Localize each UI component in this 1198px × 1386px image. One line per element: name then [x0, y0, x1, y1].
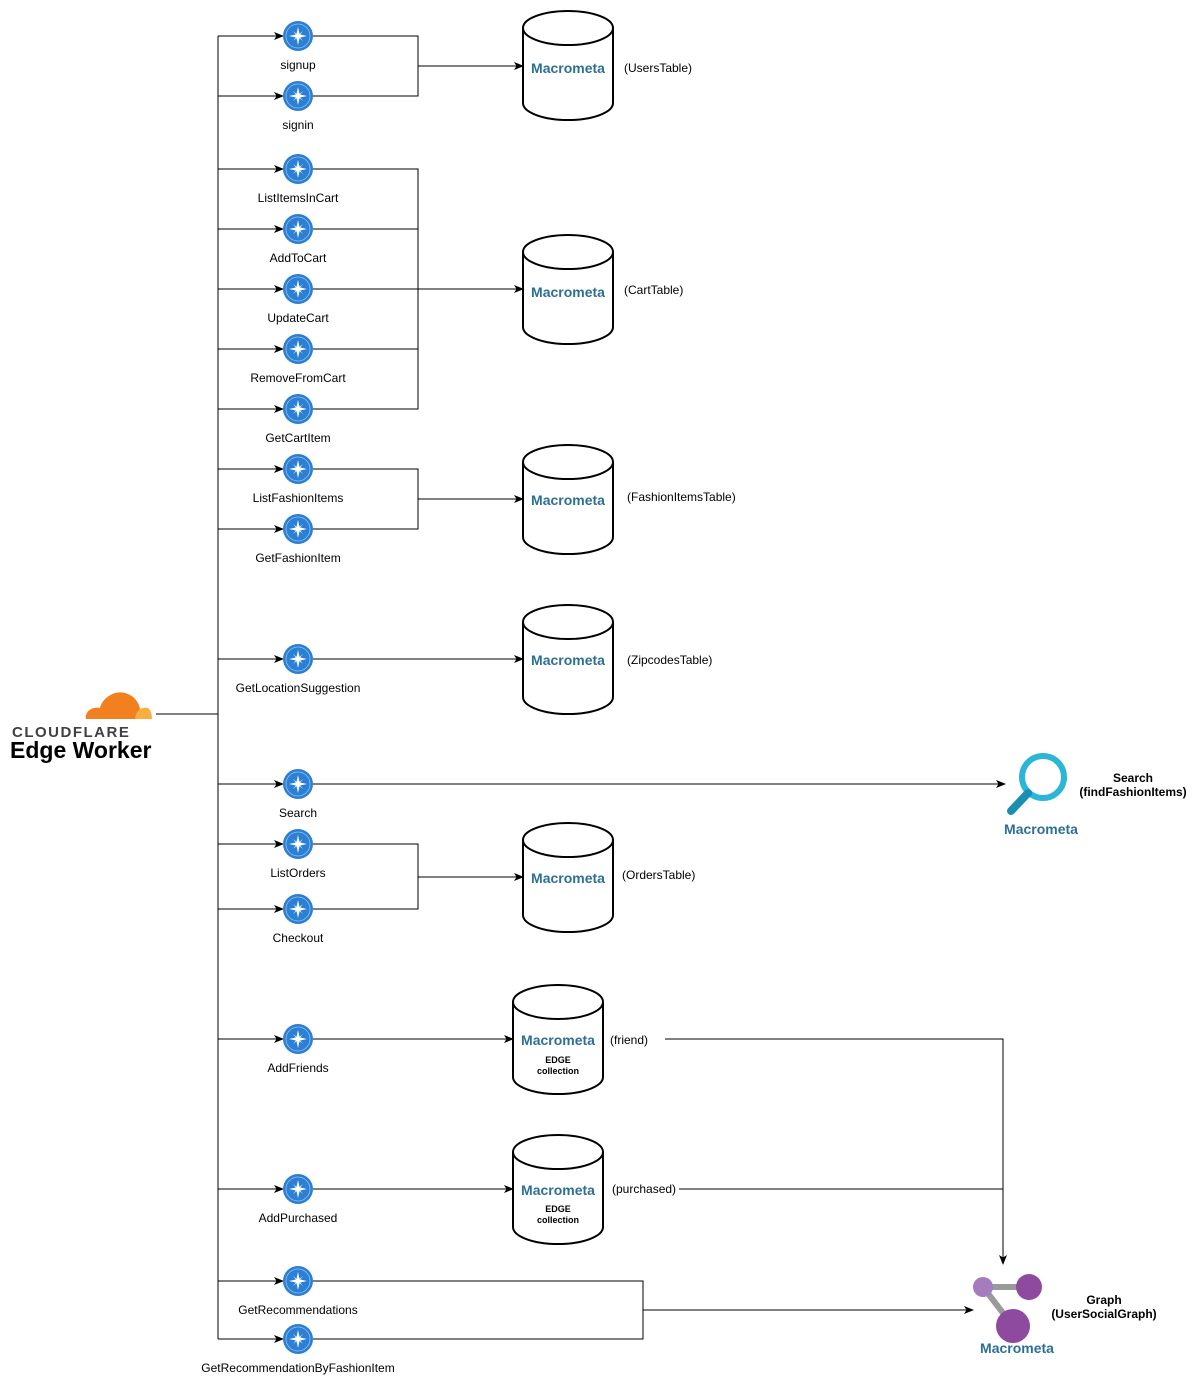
function-icon	[283, 81, 313, 111]
search-magnifier-icon	[1007, 753, 1067, 815]
function-node-search[interactable]: Search	[279, 769, 317, 820]
function-icon	[283, 394, 313, 424]
function-node-checkout[interactable]: Checkout	[273, 894, 324, 945]
collection-type-label: collection	[537, 1066, 579, 1076]
graph-service-subtitle: (UserSocialGraph)	[1051, 1307, 1156, 1321]
function-label: ListFashionItems	[253, 491, 344, 505]
function-label: signup	[280, 58, 316, 72]
function-node-get-cart-item[interactable]: GetCartItem	[265, 394, 331, 445]
macrometa-logo: Macrometa	[531, 60, 605, 76]
function-label: AddPurchased	[259, 1211, 338, 1225]
function-node-get-location-suggestion[interactable]: GetLocationSuggestion	[236, 644, 361, 695]
database-cart-table[interactable]: Macrometa (CartTable)	[522, 234, 683, 345]
database-label: (OrdersTable)	[622, 868, 695, 882]
database-fashion-items-table[interactable]: Macrometa (FashionItemsTable)	[522, 444, 736, 555]
cloudflare-edge-worker: CLOUDFLARE Edge Worker	[10, 692, 153, 763]
function-icon	[283, 154, 313, 184]
function-node-list-fashion-items[interactable]: ListFashionItems	[253, 454, 344, 505]
function-label: GetFashionItem	[255, 551, 340, 565]
function-node-add-to-cart[interactable]: AddToCart	[270, 214, 327, 265]
macrometa-logo: Macrometa	[531, 492, 605, 508]
macrometa-logo: Macrometa	[521, 1032, 595, 1048]
function-icon	[283, 1324, 313, 1354]
function-node-list-items-in-cart[interactable]: ListItemsInCart	[258, 154, 339, 205]
function-node-get-fashion-item[interactable]: GetFashionItem	[255, 514, 341, 565]
function-label: AddToCart	[270, 251, 327, 265]
function-icon	[283, 334, 313, 364]
database-purchased-edge-collection[interactable]: Macrometa EDGE collection (purchased)	[512, 1134, 676, 1245]
graph-service[interactable]: Macrometa Graph (UserSocialGraph)	[973, 1274, 1157, 1356]
edge-type-label: EDGE	[545, 1055, 571, 1065]
function-node-get-recommendations[interactable]: GetRecommendations	[238, 1266, 358, 1317]
function-label: ListOrders	[270, 866, 325, 880]
function-icon	[283, 1174, 313, 1204]
function-icon	[283, 21, 313, 51]
function-node-add-friends[interactable]: AddFriends	[267, 1024, 329, 1075]
function-icon	[283, 829, 313, 859]
function-label: Search	[279, 806, 317, 820]
cloudflare-cloud-icon	[84, 692, 153, 722]
macrometa-logo: Macrometa	[531, 870, 605, 886]
function-label: AddFriends	[267, 1061, 328, 1075]
function-label: RemoveFromCart	[250, 371, 346, 385]
function-nodes: signup signin ListItemsInCart AddToCart …	[201, 21, 395, 1375]
macrometa-logo: Macrometa	[531, 284, 605, 300]
edge-type-label: EDGE	[545, 1204, 571, 1214]
function-icon	[283, 894, 313, 924]
database-friend-edge-collection[interactable]: Macrometa EDGE collection (friend)	[512, 984, 648, 1095]
database-label: (UsersTable)	[624, 61, 692, 75]
function-icon	[283, 769, 313, 799]
search-service-subtitle: (findFashionItems)	[1079, 785, 1186, 799]
macrometa-logo: Macrometa	[531, 652, 605, 668]
function-node-signin[interactable]: signin	[282, 81, 314, 132]
macrometa-logo: Macrometa	[1004, 821, 1078, 837]
database-label: (friend)	[610, 1033, 648, 1047]
function-icon	[283, 1266, 313, 1296]
database-label: (CartTable)	[624, 283, 683, 297]
database-label: (purchased)	[612, 1182, 676, 1196]
search-service[interactable]: Macrometa Search (findFashionItems)	[1004, 753, 1187, 837]
macrometa-logo: Macrometa	[521, 1182, 595, 1198]
function-icon	[283, 1024, 313, 1054]
function-node-remove-from-cart[interactable]: RemoveFromCart	[250, 334, 346, 385]
databases: Macrometa (UsersTable) Macrometa (CartTa…	[512, 10, 736, 1245]
function-label: ListItemsInCart	[258, 191, 339, 205]
search-service-title: Search	[1113, 771, 1153, 785]
database-zipcodes-table[interactable]: Macrometa (ZipcodesTable)	[522, 604, 712, 715]
function-label: Checkout	[273, 931, 324, 945]
function-label: GetRecommendationByFashionItem	[201, 1361, 394, 1375]
function-label: GetLocationSuggestion	[236, 681, 361, 695]
function-label: signin	[282, 118, 313, 132]
function-icon	[283, 644, 313, 674]
database-users-table[interactable]: Macrometa (UsersTable)	[522, 10, 692, 121]
function-icon	[283, 214, 313, 244]
function-label: GetCartItem	[265, 431, 330, 445]
cloudflare-wordmark: CLOUDFLARE	[12, 724, 130, 741]
collection-type-label: collection	[537, 1215, 579, 1225]
function-icon	[283, 454, 313, 484]
function-icon	[283, 274, 313, 304]
function-icon	[283, 514, 313, 544]
function-label: UpdateCart	[267, 311, 329, 325]
database-label: (ZipcodesTable)	[627, 653, 712, 667]
edge-worker-title: Edge Worker	[10, 737, 151, 763]
function-node-list-orders[interactable]: ListOrders	[270, 829, 326, 880]
function-label: GetRecommendations	[238, 1303, 357, 1317]
function-node-get-recommendation-by-fashion-item[interactable]: GetRecommendationByFashionItem	[201, 1324, 395, 1375]
function-node-update-cart[interactable]: UpdateCart	[267, 274, 329, 325]
macrometa-logo: Macrometa	[980, 1340, 1054, 1356]
graph-service-title: Graph	[1086, 1293, 1121, 1307]
graph-network-icon	[973, 1274, 1042, 1343]
database-orders-table[interactable]: Macrometa (OrdersTable)	[522, 822, 695, 933]
database-label: (FashionItemsTable)	[627, 490, 736, 504]
connectors	[156, 32, 1007, 1343]
function-node-add-purchased[interactable]: AddPurchased	[259, 1174, 338, 1225]
function-node-signup[interactable]: signup	[280, 21, 316, 72]
